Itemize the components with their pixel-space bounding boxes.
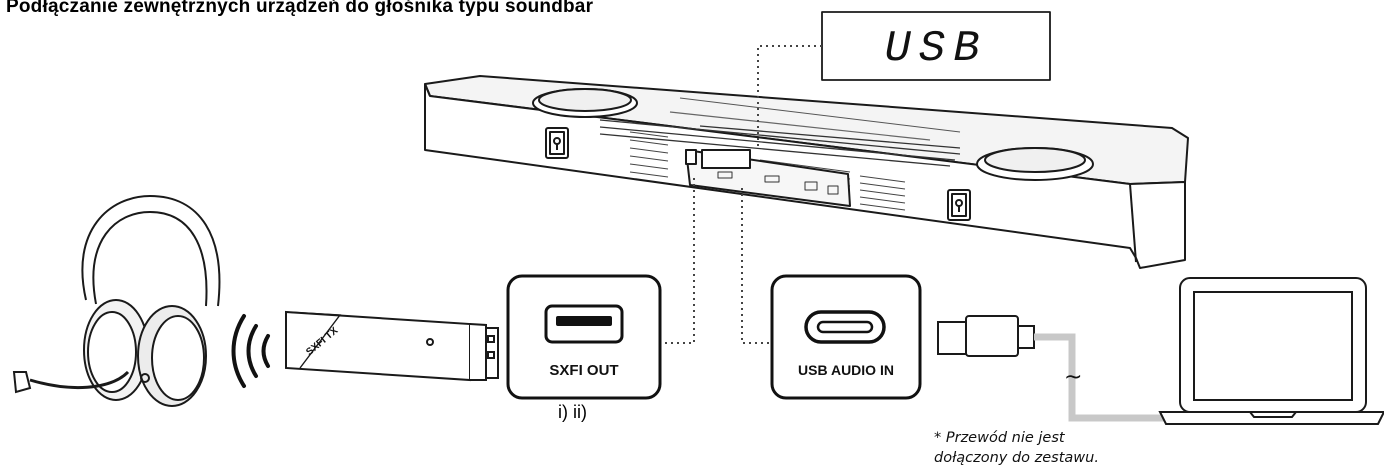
display-panel (821, 11, 1051, 81)
note-line-2: dołączony do zestawu. (934, 450, 1099, 466)
note-line-1: * Przewód nie jest (934, 430, 1065, 446)
soundbar (424, 75, 1189, 269)
footnote-reference: i) ii) (558, 402, 587, 422)
sxfi-out-label: SXFI OUT (549, 362, 618, 379)
cable-not-included-note: * Przewód nie jest dołączony do zestawu. (934, 428, 1099, 468)
sxfi-out-port (506, 274, 662, 400)
usb-audio-in-port (770, 274, 922, 400)
headset-icon (12, 194, 221, 407)
cable-break-mark: ~ (1064, 365, 1082, 390)
wireless-signal-icon (231, 314, 270, 388)
usb-audio-in-label: USB AUDIO IN (798, 362, 894, 378)
sxfi-tx-dongle (285, 310, 499, 382)
leader-lines (662, 45, 822, 344)
display-readout: USB (884, 24, 987, 74)
usb-c-cable-icon (937, 315, 1186, 422)
laptop-icon (1158, 277, 1384, 425)
page-title: Podłączanie zewnętrznych urządzeń do gło… (6, 0, 594, 17)
